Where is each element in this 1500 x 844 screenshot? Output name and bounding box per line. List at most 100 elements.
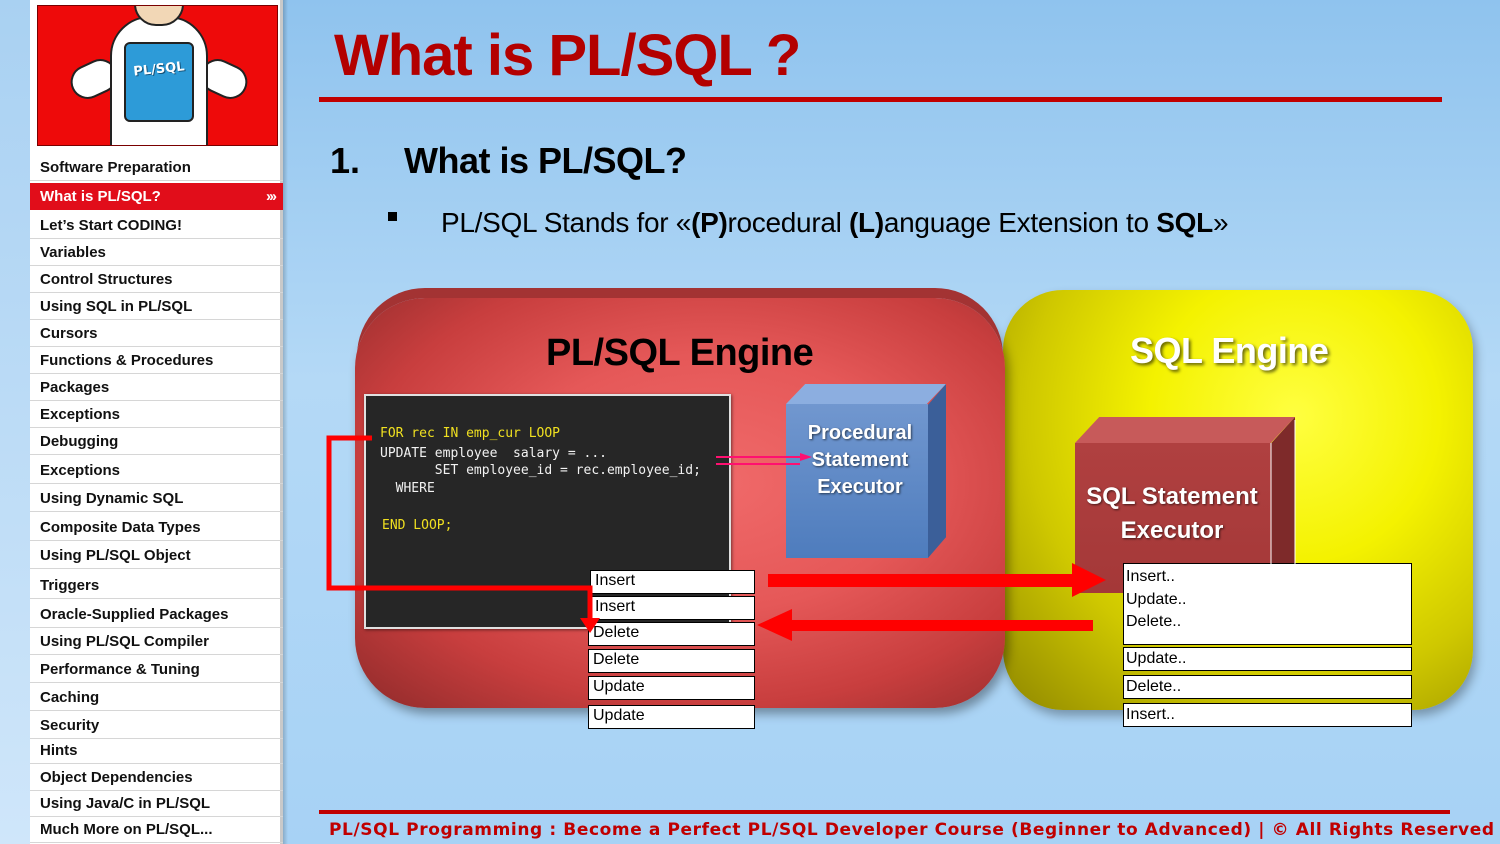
bullet-prefix: PL/SQL Stands for « bbox=[441, 207, 692, 238]
sidebar-item-lets-start-coding[interactable]: Let’s Start CODING! bbox=[30, 212, 283, 239]
sidebar-item-label: What is PL/SQL? bbox=[40, 188, 161, 205]
sidebar-item-composite-data-types[interactable]: Composite Data Types bbox=[30, 514, 283, 541]
sidebar-item-using-java-c[interactable]: Using Java/C in PL/SQL bbox=[30, 790, 283, 817]
code-line-end-loop: END LOOP; bbox=[382, 518, 453, 533]
sidebar-item-label: Security bbox=[40, 717, 100, 734]
title-divider bbox=[319, 97, 1442, 102]
sidebar-item-exceptions[interactable]: Exceptions bbox=[30, 401, 283, 428]
sidebar-item-label: Performance & Tuning bbox=[40, 661, 200, 678]
sidebar-item-oracle-supplied-packages[interactable]: Oracle-Supplied Packages bbox=[30, 601, 283, 628]
sql-batch-item: Delete.. bbox=[1126, 613, 1182, 630]
sidebar-item-much-more[interactable]: Much More on PL/SQL... bbox=[30, 816, 283, 843]
sidebar-item-exceptions-2[interactable]: Exceptions bbox=[30, 457, 283, 484]
sidebar-item-label: Cursors bbox=[40, 325, 98, 342]
procedural-label-line: Statement bbox=[811, 449, 909, 471]
sidebar-item-label: Using PL/SQL Object bbox=[40, 547, 191, 564]
sql-statement-update: Update.. bbox=[1123, 647, 1412, 671]
slide-title: What is PL/SQL ? bbox=[334, 23, 801, 88]
bullet-square-icon bbox=[388, 212, 397, 221]
code-line-where: WHERE bbox=[380, 481, 435, 496]
code-line-set: SET employee_id = rec.employee_id; bbox=[380, 463, 701, 478]
bullet-suffix: » bbox=[1212, 207, 1229, 238]
procedural-executor-label: Procedural Statement Executor bbox=[786, 420, 934, 501]
bullet-procedural: rocedural bbox=[727, 207, 850, 238]
sidebar-item-control-structures[interactable]: Control Structures bbox=[30, 266, 283, 293]
sidebar-item-packages[interactable]: Packages bbox=[30, 374, 283, 401]
sidebar-item-caching[interactable]: Caching bbox=[30, 684, 283, 711]
sidebar-item-label: Much More on PL/SQL... bbox=[40, 821, 213, 838]
sidebar-item-functions-procedures[interactable]: Functions & Procedures bbox=[30, 347, 283, 374]
sidebar-item-label: Hints bbox=[40, 742, 78, 759]
sql-engine-title: SQL Engine bbox=[1130, 330, 1329, 371]
sidebar-item-triggers[interactable]: Triggers bbox=[30, 572, 283, 599]
plsql-statement-update-1: Update bbox=[588, 676, 755, 700]
sidebar-item-debugging[interactable]: Debugging bbox=[30, 428, 283, 455]
plsql-statement-delete-2: Delete bbox=[588, 649, 755, 673]
sidebar-item-label: Triggers bbox=[40, 577, 100, 594]
sidebar-item-using-plsql-object[interactable]: Using PL/SQL Object bbox=[30, 542, 283, 569]
sidebar-item-label: Debugging bbox=[40, 433, 119, 450]
bullet-language: anguage Extension to bbox=[883, 207, 1157, 238]
sidebar-item-label: Control Structures bbox=[40, 271, 173, 288]
sidebar-item-label: Using Java/C in PL/SQL bbox=[40, 795, 211, 812]
sql-executor-label-line: Executor bbox=[1120, 517, 1224, 544]
sql-batch-item: Update.. bbox=[1126, 590, 1187, 608]
bullet-l: (L) bbox=[849, 207, 884, 238]
sql-batch-item: Insert.. bbox=[1126, 568, 1175, 585]
course-logo: PL/SQL bbox=[37, 5, 278, 146]
sidebar-item-security[interactable]: Security bbox=[30, 712, 283, 739]
sidebar-item-using-plsql-compiler[interactable]: Using PL/SQL Compiler bbox=[30, 628, 283, 655]
plsql-statement-insert-2: Insert bbox=[590, 596, 755, 620]
sql-executor-top bbox=[1075, 417, 1295, 443]
code-line-loop: FOR rec IN emp_cur LOOP bbox=[380, 426, 561, 441]
sidebar-item-label: Let’s Start CODING! bbox=[40, 217, 182, 234]
sidebar-item-label: Packages bbox=[40, 379, 110, 396]
section-heading: What is PL/SQL? bbox=[404, 140, 687, 181]
sidebar-item-using-sql-in-plsql[interactable]: Using SQL in PL/SQL bbox=[30, 293, 283, 320]
procedural-executor-side bbox=[928, 384, 946, 558]
plsql-statement-update-2: Update bbox=[588, 705, 755, 729]
footer-divider bbox=[319, 810, 1450, 814]
sidebar-shadow bbox=[283, 0, 288, 844]
sidebar-item-object-dependencies[interactable]: Object Dependencies bbox=[30, 764, 283, 791]
plsql-statement-insert-1: Insert bbox=[590, 570, 755, 594]
sidebar-item-variables[interactable]: Variables bbox=[30, 239, 283, 266]
sidebar: PL/SQL Software Preparation What is PL/S… bbox=[30, 0, 283, 844]
sidebar-item-what-is-plsql[interactable]: What is PL/SQL? ››› bbox=[30, 183, 283, 210]
procedural-label-line: Procedural bbox=[807, 422, 913, 444]
plsql-engine-title: PL/SQL Engine bbox=[546, 332, 814, 374]
definition-bullet: PL/SQL Stands for «(P)rocedural (L)angua… bbox=[441, 207, 1229, 239]
procedural-executor-top bbox=[786, 384, 946, 404]
sidebar-item-label: Using Dynamic SQL bbox=[40, 490, 184, 507]
sql-executor-label: SQL Statement Executor bbox=[1075, 480, 1269, 548]
bullet-sql: SQL bbox=[1156, 207, 1213, 238]
procedural-executor-cube bbox=[786, 404, 928, 558]
sidebar-item-label: Functions & Procedures bbox=[40, 352, 214, 369]
sidebar-item-label: Software Preparation bbox=[40, 159, 191, 176]
sidebar-item-cursors[interactable]: Cursors bbox=[30, 320, 283, 347]
logo-chest bbox=[124, 42, 194, 122]
sql-statement-delete: Delete.. bbox=[1123, 675, 1412, 699]
sql-executor-label-line: SQL Statement bbox=[1086, 483, 1258, 510]
sidebar-item-performance-tuning[interactable]: Performance & Tuning bbox=[30, 656, 283, 683]
heading-number: 1. bbox=[330, 140, 361, 181]
sidebar-item-label: Using SQL in PL/SQL bbox=[40, 298, 193, 315]
sidebar-item-label: Oracle-Supplied Packages bbox=[40, 606, 229, 623]
procedural-label-line: Executor bbox=[817, 476, 903, 498]
left-edge-strip bbox=[0, 0, 30, 844]
sidebar-item-label: Exceptions bbox=[40, 462, 121, 479]
sidebar-item-label: Exceptions bbox=[40, 406, 121, 423]
sidebar-item-hints[interactable]: Hints bbox=[30, 737, 283, 764]
sidebar-item-label: Variables bbox=[40, 244, 106, 261]
sidebar-item-label: Object Dependencies bbox=[40, 769, 193, 786]
sidebar-item-software-preparation[interactable]: Software Preparation bbox=[30, 154, 283, 181]
sidebar-item-label: Using PL/SQL Compiler bbox=[40, 633, 209, 650]
sidebar-item-label: Caching bbox=[40, 689, 100, 706]
plsql-statement-delete-1: Delete bbox=[588, 622, 755, 646]
code-line-update: UPDATE employee salary = ... bbox=[380, 446, 607, 461]
sidebar-item-using-dynamic-sql[interactable]: Using Dynamic SQL bbox=[30, 485, 283, 512]
chevrons-right-icon: ››› bbox=[266, 188, 277, 205]
sidebar-item-label: Composite Data Types bbox=[40, 519, 201, 536]
footer-copyright: PL/SQL Programming : Become a Perfect PL… bbox=[329, 820, 1495, 840]
sql-engine-batch-list: Insert.. Update.. Delete.. bbox=[1123, 563, 1412, 645]
